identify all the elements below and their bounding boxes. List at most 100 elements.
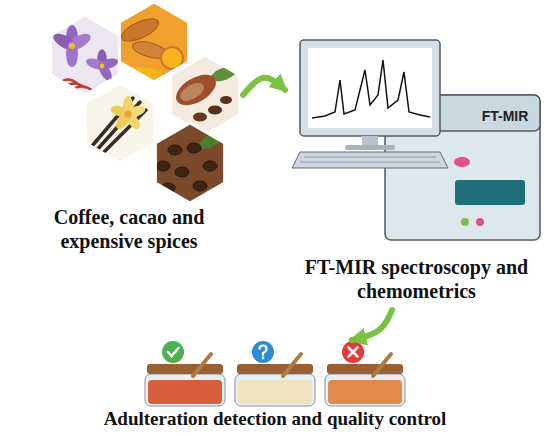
coffee-bean	[168, 145, 182, 155]
instrument-label: FT-MIR	[470, 108, 540, 125]
keyboard-keys	[300, 157, 440, 162]
turmeric-slice	[161, 47, 183, 69]
coffee-photo	[150, 123, 230, 203]
jar	[145, 354, 225, 406]
photo-background	[45, 15, 125, 95]
coffee-bean	[156, 161, 170, 171]
instrument-group: FT-MIR FT-MIR spectroscopy and chemometri…	[285, 30, 548, 310]
turmeric-powder	[118, 67, 162, 85]
group-caption: FT-MIR spectroscopy and chemometrics	[285, 255, 548, 303]
hexagon-frame	[85, 83, 154, 163]
spectrum-line	[312, 60, 430, 118]
jar-powder	[328, 380, 402, 404]
question-icon	[252, 341, 274, 363]
instrument-body	[385, 95, 540, 240]
turmeric-root	[118, 14, 161, 45]
petal	[109, 104, 131, 120]
spectrometer	[385, 95, 540, 240]
status-light	[461, 218, 469, 226]
jar-lid	[147, 364, 223, 374]
turmeric-photo	[114, 2, 194, 85]
hexagon-frame	[119, 2, 188, 82]
cacao-photo	[165, 55, 245, 135]
group-caption: Coffee, cacao and expensive spices	[15, 205, 243, 253]
hexagon-frame	[50, 15, 119, 95]
photo-background	[114, 2, 194, 82]
coffee-leaf	[197, 128, 227, 152]
petal	[66, 41, 78, 67]
petal	[97, 49, 107, 70]
question-dot	[262, 357, 265, 360]
petal	[51, 30, 80, 53]
spoon	[193, 354, 211, 376]
photo-background	[150, 123, 230, 203]
icon-circle	[342, 341, 364, 363]
monitor-base	[345, 145, 395, 150]
cacao-bean	[193, 113, 207, 122]
jar-glass	[325, 374, 405, 406]
turmeric-root	[131, 39, 169, 62]
coffee-bean	[193, 181, 207, 191]
jar-group: Adulteration detection and quality contr…	[65, 340, 485, 436]
jar-glass	[235, 374, 315, 406]
spoon	[283, 354, 301, 376]
spice-jars	[145, 341, 405, 406]
keyboard	[292, 152, 448, 168]
monitor-bezel	[300, 40, 440, 136]
computer	[292, 40, 470, 168]
petal	[113, 109, 133, 131]
coffee-bean	[187, 143, 201, 153]
crocus-flower	[85, 49, 120, 83]
ingredient-group: Coffee, cacao and expensive spices	[15, 0, 243, 258]
check-icon	[162, 341, 184, 363]
coffee-bean	[161, 183, 175, 193]
cacao-bean	[220, 96, 232, 104]
vanilla-flower	[109, 96, 146, 132]
icon-circle	[252, 341, 274, 363]
petal	[123, 109, 143, 131]
petal	[97, 56, 120, 72]
petal	[125, 104, 147, 120]
jar	[325, 354, 405, 406]
mouse	[454, 157, 470, 167]
monitor-stand	[362, 136, 378, 146]
jar-lid	[237, 364, 313, 374]
photo-background	[165, 55, 245, 135]
check-mark	[168, 348, 179, 356]
status-light	[476, 218, 484, 226]
coffee-bean	[175, 167, 189, 177]
cross-icon	[342, 341, 364, 363]
flower-center	[69, 43, 75, 49]
photo-background	[80, 83, 160, 163]
jar-powder	[238, 380, 312, 404]
flower-center	[100, 64, 105, 69]
coffee-bean	[203, 161, 217, 171]
saffron-photo	[45, 15, 125, 95]
coffee-beans	[156, 143, 217, 193]
jar-glass	[145, 374, 225, 406]
saffron-threads	[58, 79, 92, 92]
jar-lid	[327, 364, 403, 374]
flower-center	[125, 111, 132, 118]
flow-arrow	[243, 78, 285, 95]
cross-mark	[349, 348, 358, 357]
monitor-screen	[308, 48, 432, 128]
jar-powder	[148, 380, 222, 404]
petal	[66, 25, 78, 51]
vanilla-pods	[92, 98, 146, 156]
crocus-flower	[51, 25, 93, 67]
sample-port	[455, 180, 525, 205]
petal	[65, 30, 94, 53]
petal	[96, 60, 115, 83]
cacao-bean	[208, 106, 222, 115]
flow-arrow	[352, 310, 392, 340]
instrument-top	[385, 95, 540, 131]
hexagon-frame	[155, 123, 224, 203]
petal	[85, 56, 108, 72]
hexagon-frame	[170, 55, 239, 135]
spoon	[373, 354, 391, 376]
group-caption: Adulteration detection and quality contr…	[65, 408, 485, 431]
petal	[123, 96, 133, 116]
cacao-pod	[171, 69, 221, 112]
